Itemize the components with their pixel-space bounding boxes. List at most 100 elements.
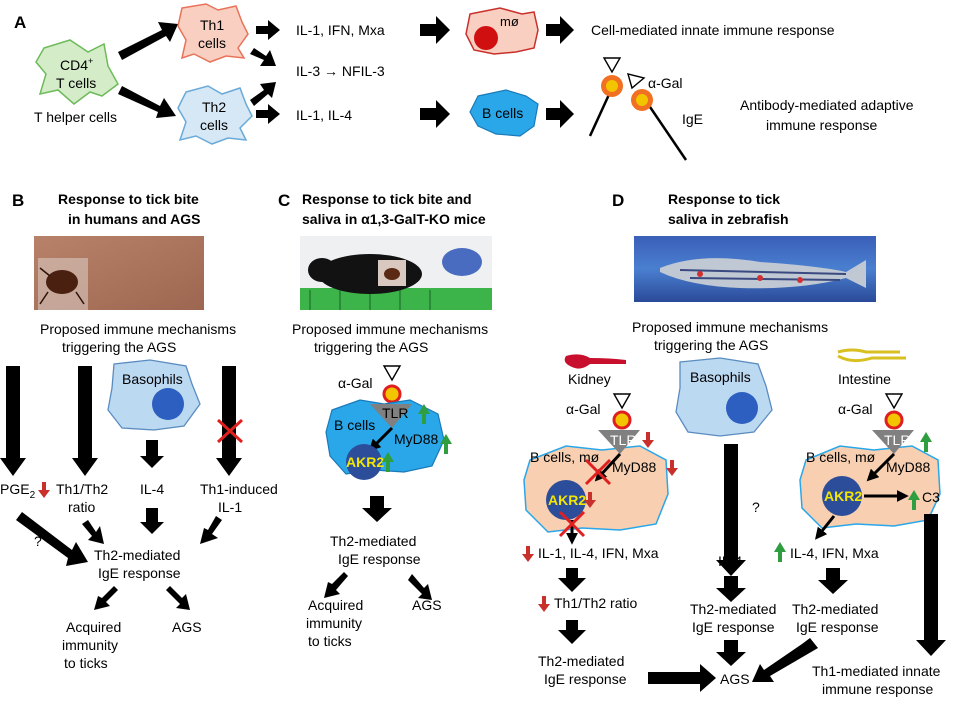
bcells-mo-d2: B cells, mø	[806, 449, 876, 465]
to-ticks-b: to ticks	[64, 655, 108, 671]
ige-response-b: IgE response	[98, 565, 181, 581]
arrow-th1-cytokines	[256, 20, 280, 40]
panel-d-mech-1: Proposed immune mechanisms	[632, 319, 828, 335]
alpha-gal-d1: α-Gal	[566, 401, 601, 417]
th2-cell-shape	[177, 85, 253, 145]
akr2-label-d1: AKR2	[548, 492, 586, 508]
bcells-shape	[469, 89, 539, 137]
panel-b-letter: B	[12, 191, 24, 210]
myd88-label-c: MyD88	[394, 431, 439, 447]
bcells-mo-d1: B cells, mø	[530, 449, 600, 465]
tlr-label-c: TLR	[382, 405, 408, 421]
akr2-label-d2: AKR2	[824, 488, 862, 504]
arrow-d-center-ags	[716, 640, 746, 666]
up-arrow-icon-c2	[440, 434, 452, 454]
akr2-nucleus-d2	[822, 476, 862, 516]
arrow-tlr-akr2-d2	[866, 452, 896, 482]
arrow-th2-cytokines	[256, 104, 280, 124]
th2-mediated-d3: Th2-mediated	[792, 601, 878, 617]
th1-label: Th1	[200, 17, 224, 33]
acquired-b: Acquired	[66, 619, 121, 635]
panel-c-mech-2: triggering the AGS	[314, 339, 428, 355]
arrow-b-il4-th2	[140, 508, 164, 534]
ratio-label-b: ratio	[68, 499, 95, 515]
panel-d-mech-2: triggering the AGS	[654, 337, 768, 353]
up-arrow-icon-c3	[382, 452, 394, 472]
th2-label: Th2	[202, 99, 226, 115]
th2-mediated-c: Th2-mediated	[330, 533, 416, 549]
ige-response-d1: IgE response	[544, 671, 627, 687]
arrow-b-acquired	[94, 586, 118, 610]
arrow-akr2-cytokines-d2	[815, 515, 836, 540]
macrophage-nucleus	[474, 26, 498, 50]
panel-c-letter: C	[278, 191, 290, 210]
arrow-d-kidney-ags	[648, 664, 716, 692]
arrow-b-il1-th2	[200, 516, 222, 544]
myd88-label-d2: MyD88	[886, 459, 931, 475]
tlr-label-d2: TLR	[884, 432, 910, 448]
basophil-nucleus-d	[726, 392, 758, 424]
arrow-b-basophil-il4	[140, 440, 164, 468]
ags-b: AGS	[172, 619, 202, 635]
up-arrow-icon-c1	[418, 404, 430, 424]
macrophage-label: mø	[500, 14, 519, 29]
alpha-gal-triangle-c	[382, 365, 402, 382]
arrow-cd4-th1	[118, 22, 178, 60]
arrow-b-pge2-th2	[16, 512, 88, 566]
arrow-b-th1th2	[72, 366, 98, 476]
to-ticks-c: to ticks	[308, 633, 352, 649]
akr2-nucleus-c	[346, 444, 382, 480]
cd4-label-line2: T cells	[56, 75, 96, 91]
ige-response-d2: IgE response	[692, 619, 775, 635]
th1th2-label-b: Th1/Th2	[56, 481, 108, 497]
adaptive-line1: Antibody-mediated adaptive	[740, 97, 914, 113]
immunity-b: immunity	[62, 637, 118, 653]
arrow-d-intestine-th2	[818, 568, 848, 594]
panel-c-title-2: saliva in α1,3-GalT-KO mice	[302, 211, 486, 227]
th1-induced-label: Th1-induced	[200, 481, 278, 497]
panel-a-letter: A	[14, 13, 26, 32]
il1-label-b: IL-1	[218, 499, 242, 515]
intestine-label: Intestine	[838, 371, 891, 387]
akr2-nucleus-d1	[546, 480, 586, 520]
down-arrow-icon-d2	[666, 460, 678, 476]
down-arrow-icon-d3	[584, 492, 596, 508]
intestine-cytokines: IL-4, IFN, Mxa	[790, 545, 879, 561]
panel-d-title-1: Response to tick	[668, 191, 780, 207]
alpha-gal-d2: α-Gal	[838, 401, 873, 417]
arrow-d-c3-innate	[916, 514, 946, 656]
arrow-tlr-akr2-c	[368, 426, 394, 452]
kidney-icon	[564, 354, 626, 369]
mouse-photo	[300, 236, 492, 310]
basophil-nucleus-b	[152, 388, 184, 420]
th1-innate-2: immune response	[822, 681, 933, 697]
th1-cell-shape	[177, 3, 249, 63]
arrow-th2-il3	[250, 82, 276, 106]
th2-cytokines: IL-1, IL-4	[296, 107, 352, 123]
ige-response-c: IgE response	[338, 551, 421, 567]
question-d: ?	[752, 499, 760, 515]
arrow-to-innate	[546, 16, 574, 44]
arrow-d-basophil-il4	[716, 444, 746, 576]
panel-d-letter: D	[612, 191, 624, 210]
zebrafish-photo	[634, 236, 876, 302]
arrow-c-th2	[362, 496, 392, 522]
akr2-label-c: AKR2	[346, 454, 384, 470]
t-helper-label: T helper cells	[34, 109, 117, 125]
panel-b-title-2: in humans and AGS	[68, 211, 201, 227]
panel-c-title-1: Response to tick bite and	[302, 191, 472, 207]
il4-label-b: IL-4	[140, 481, 164, 497]
th2-label-line2: cells	[200, 117, 228, 133]
arrow-to-macrophage	[420, 16, 450, 44]
red-x-icon	[216, 418, 244, 444]
bcells-label-c: B cells	[334, 417, 375, 433]
kidney-cytokines: IL-1, IL-4, IFN, Mxa	[538, 545, 659, 561]
ige-response-d3: IgE response	[796, 619, 879, 635]
alpha-gal-tag-c	[382, 384, 402, 404]
th2-mediated-d1: Th2-mediated	[538, 653, 624, 669]
red-x-icon-d1	[584, 458, 612, 486]
adaptive-line2: immune response	[766, 117, 877, 133]
arrow-b-ags	[166, 586, 190, 610]
up-arrow-icon-d1	[920, 432, 932, 452]
